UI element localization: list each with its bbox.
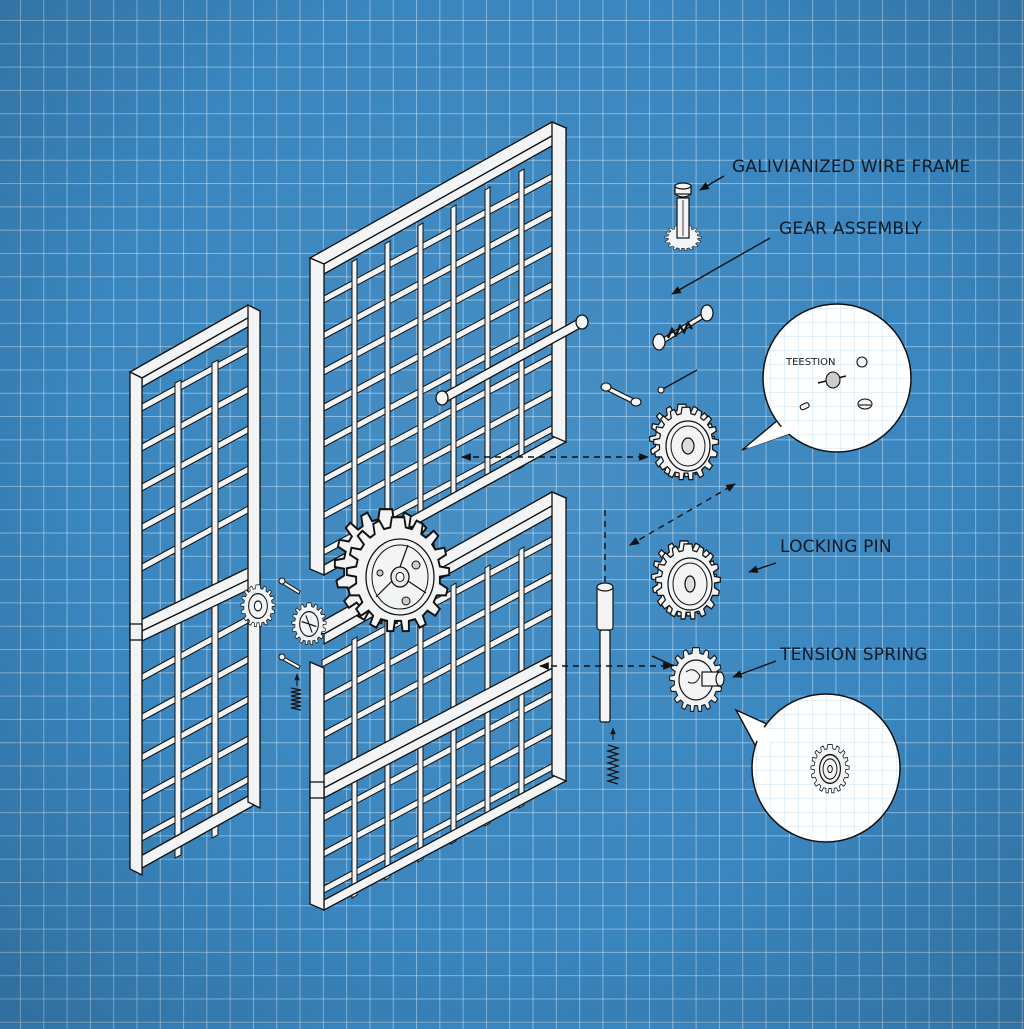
label-tension-spring: TENSION SPRING (780, 645, 928, 665)
label-leaders (671, 175, 777, 678)
coil-spring-right (605, 727, 621, 785)
callout-top-text: TEESTION (786, 357, 836, 368)
label-locking-pin: LOCKING PIN (780, 537, 892, 557)
small-pins (600, 369, 698, 407)
cross-rod (435, 314, 589, 406)
detail-callout-top (741, 303, 912, 453)
label-gear-assembly: GEAR ASSEMBLY (779, 219, 923, 239)
label-wire-frame: GALIVIANIZED WIRE FRAME (732, 157, 971, 177)
left-frame-panel (128, 303, 262, 877)
gear-shaft (664, 182, 702, 251)
middle-right-gear (650, 540, 722, 620)
large-central-gear (333, 508, 451, 633)
locking-pin-rod (596, 582, 614, 723)
detail-callout-bottom (734, 693, 901, 843)
small-hinge-gear-left (240, 584, 276, 627)
small-hinge-gear-right (291, 602, 327, 645)
assembly-guide-lines (461, 453, 736, 670)
tension-spring-gear (651, 647, 725, 712)
upper-right-gear (649, 403, 719, 481)
upper-center-frame-panel (308, 121, 568, 577)
coil-spring-left (290, 673, 302, 711)
hinge-pins (278, 577, 301, 670)
spring-bolt (652, 304, 714, 351)
